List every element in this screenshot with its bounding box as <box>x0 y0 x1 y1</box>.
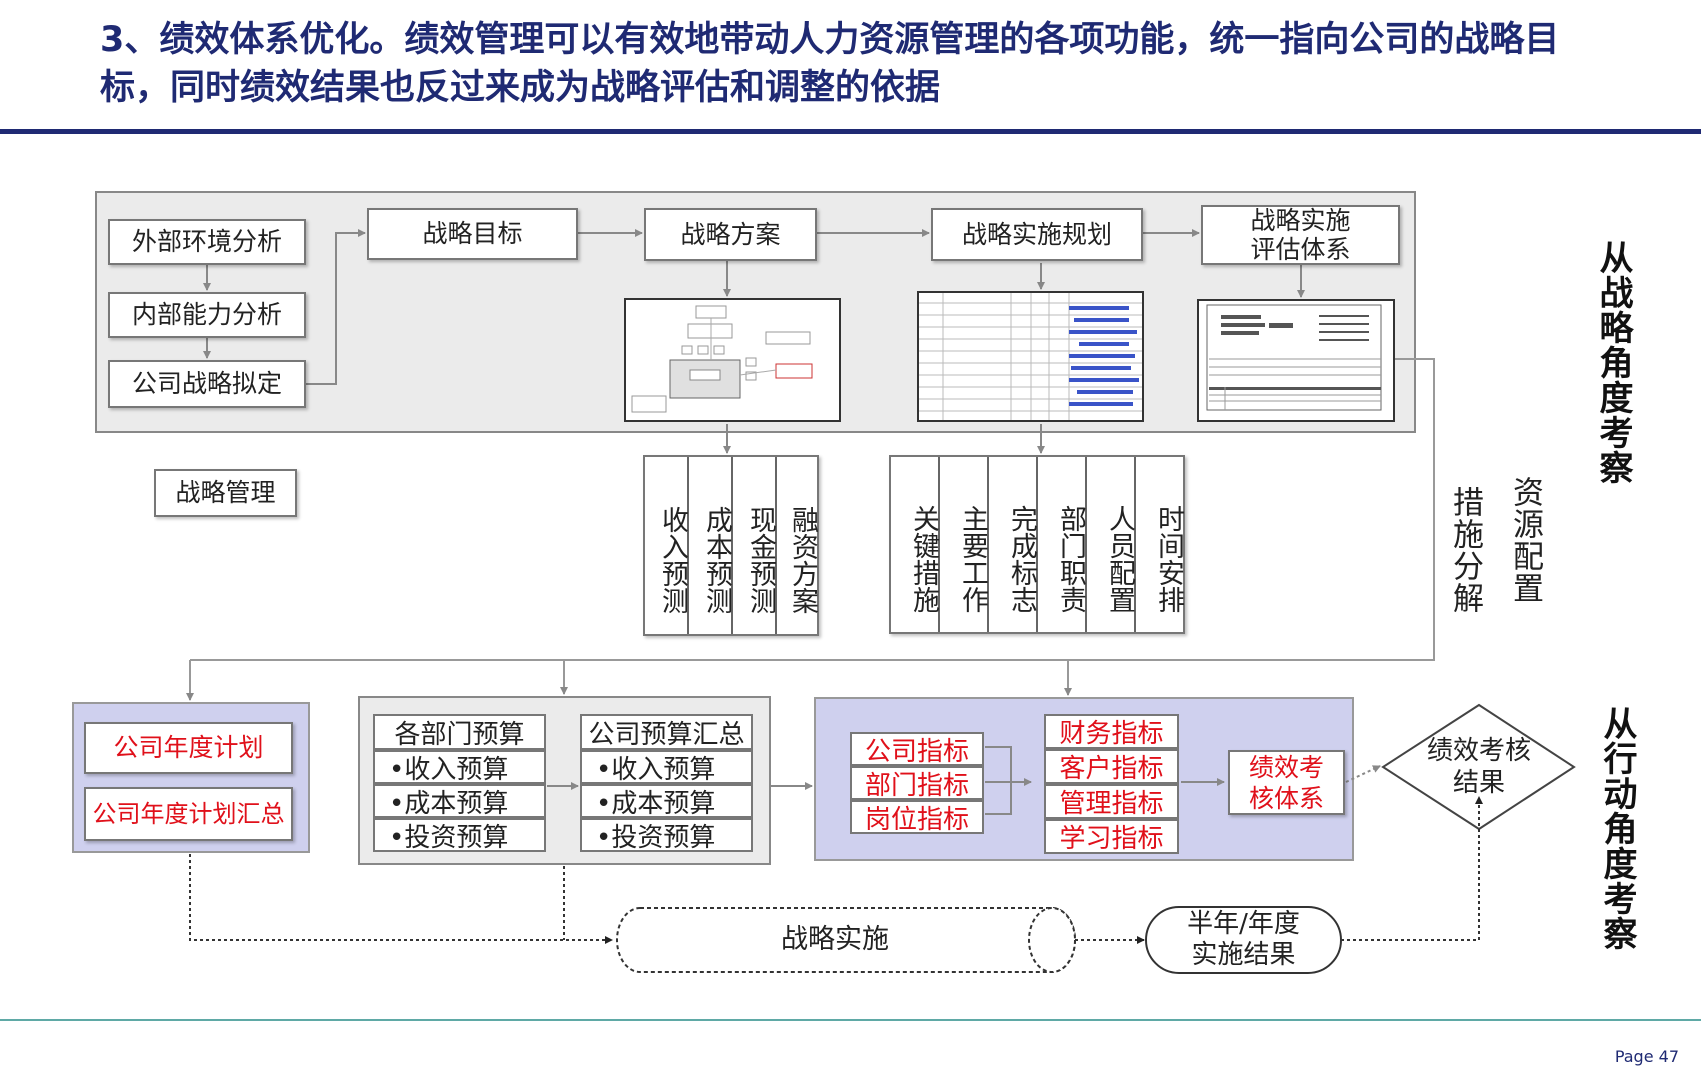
dept-budget-title: 各部门预算 <box>373 714 546 750</box>
evaluation-system-box: 战略实施 评估体系 <box>1201 205 1400 265</box>
column-key-measures: 关键措施 <box>891 457 940 632</box>
column-cash-forecast: 现金预测 <box>733 457 777 634</box>
period-line-1: 半年/年度 <box>1187 909 1300 939</box>
dept-indicator-box: 部门指标 <box>850 766 984 801</box>
annual-plan-box: 公司年度计划 <box>84 722 293 774</box>
title-divider <box>0 129 1701 134</box>
implementation-plan-thumbnail <box>917 291 1144 422</box>
evaluation-system-thumbnail <box>1197 299 1395 422</box>
period-line-2: 实施结果 <box>1191 940 1296 970</box>
position-indicator-box: 岗位指标 <box>850 800 984 835</box>
column-schedule: 时间安排 <box>1153 504 1184 613</box>
financial-forecast-table: 收入预测 成本预测 现金预测 融资方案 <box>643 455 819 636</box>
customer-indicator-box: 客户指标 <box>1044 749 1179 784</box>
implementation-detail-table: 关键措施 主要工作 完成标志 部门职责 人员配置 时间安排 <box>889 455 1185 634</box>
performance-system-line-2: 核体系 <box>1248 783 1324 813</box>
page-number: Page 47 <box>1614 1047 1679 1066</box>
period-result-shape <box>1145 906 1342 974</box>
implementation-planning-box: 战略实施规划 <box>931 208 1143 261</box>
dept-budget-item-investment: •投资预算 <box>373 818 546 853</box>
dept-budget-item-revenue: •收入预算 <box>373 750 546 785</box>
company-budget-item-revenue: •收入预算 <box>580 750 753 785</box>
column-financing-plan: 融资方案 <box>787 505 818 614</box>
financial-indicator-box: 财务指标 <box>1044 714 1179 749</box>
strategy-formulation-box: 公司战略拟定 <box>108 360 306 408</box>
company-budget-title: 公司预算汇总 <box>580 714 753 750</box>
external-analysis-box: 外部环境分析 <box>108 219 306 265</box>
column-cost-forecast: 成本预测 <box>689 457 733 634</box>
column-revenue-forecast: 收入预测 <box>645 457 689 634</box>
footer-divider <box>0 1019 1701 1021</box>
column-dept-responsibility: 部门职责 <box>1038 457 1087 632</box>
evaluation-thumbnail-image <box>1206 304 1382 411</box>
company-budget-item-cost: •成本预算 <box>580 784 753 819</box>
result-line-2: 结果 <box>1452 768 1505 798</box>
management-indicator-box: 管理指标 <box>1044 784 1179 819</box>
performance-result-label: 绩效考核 结果 <box>1400 734 1558 800</box>
gantt-thumbnail-image <box>919 293 1142 420</box>
period-result-label: 半年/年度 实施结果 <box>1146 907 1341 973</box>
column-main-work: 主要工作 <box>940 457 989 632</box>
column-completion-mark: 完成标志 <box>989 457 1038 632</box>
strategic-plan-thumbnail <box>624 298 841 422</box>
strategic-plan-box: 战略方案 <box>644 208 817 261</box>
strategic-view-label: 从战略角度考察 <box>1593 240 1633 485</box>
strategy-management-label: 战略管理 <box>154 469 297 517</box>
strategy-implementation-label: 战略实施 <box>781 924 889 955</box>
plan-thumbnail-image <box>631 305 813 413</box>
dept-budget-item-cost: •成本预算 <box>373 784 546 819</box>
action-view-label: 从行动角度考察 <box>1597 706 1637 951</box>
column-staffing: 人员配置 <box>1087 457 1136 632</box>
resource-allocation-label: 资源配置 <box>1507 476 1543 604</box>
internal-analysis-box: 内部能力分析 <box>108 292 306 338</box>
strategic-goal-box: 战略目标 <box>367 208 578 260</box>
performance-system-line-1: 绩效考 <box>1248 752 1324 782</box>
company-budget-item-investment: •投资预算 <box>580 818 753 853</box>
performance-system-box: 绩效考 核体系 <box>1228 750 1345 815</box>
evaluation-line-2: 评估体系 <box>1250 235 1351 264</box>
measure-breakdown-label: 措施分解 <box>1447 486 1483 614</box>
evaluation-line-1: 战略实施 <box>1250 206 1351 235</box>
page-title: 3、绩效体系优化。绩效管理可以有效地带动人力资源管理的各项功能，统一指向公司的战… <box>100 20 1560 108</box>
result-line-1: 绩效考核 <box>1426 736 1531 766</box>
annual-plan-summary-box: 公司年度计划汇总 <box>84 787 293 841</box>
learning-indicator-box: 学习指标 <box>1044 819 1179 854</box>
company-indicator-box: 公司指标 <box>850 732 984 767</box>
